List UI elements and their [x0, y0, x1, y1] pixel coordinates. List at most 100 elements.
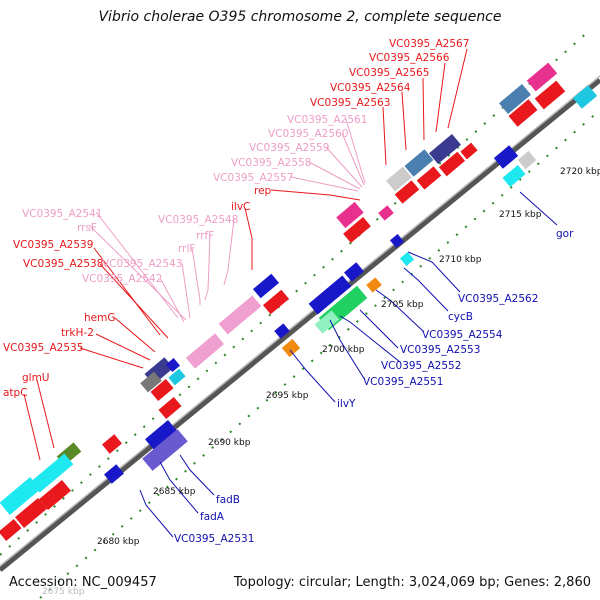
tick-label: 2700 kbp	[322, 345, 365, 355]
gene-label: VC0395_A2557	[213, 172, 293, 184]
gene-label: VC0395_A2542	[82, 273, 162, 285]
gene-block	[517, 150, 537, 170]
tick-label: 2685 kbp	[153, 487, 196, 497]
gene-block	[150, 378, 174, 402]
leader-lines-blue	[139, 191, 558, 538]
gene-block	[399, 251, 415, 267]
gene-block	[0, 477, 41, 515]
tick-label: 2720 kbp	[560, 167, 600, 177]
tick-label: 2675 kbp	[42, 587, 85, 597]
gene-label: fadA	[200, 511, 225, 523]
genes-reverse	[102, 145, 537, 484]
gene-block	[394, 180, 420, 204]
gene-block	[416, 166, 442, 190]
gene-block	[165, 357, 181, 373]
gene-label: VC0395_A2551	[363, 376, 443, 388]
gene-block	[39, 479, 71, 511]
gene-label: VC0395_A2543	[102, 258, 182, 270]
gene-block	[389, 233, 405, 249]
gene-block	[344, 262, 364, 282]
genes-forward	[0, 62, 598, 542]
gene-label: glmU	[22, 372, 50, 384]
gene-block	[508, 99, 538, 127]
gene-block	[15, 497, 47, 529]
gene-block	[102, 434, 122, 454]
gene-block	[104, 464, 124, 484]
gene-block	[572, 85, 598, 109]
gene-label: VC0395_A2566	[369, 52, 450, 64]
gene-block	[526, 62, 558, 92]
gene-label: hemG	[84, 312, 115, 324]
gene-block	[218, 295, 262, 335]
gene-label: VC0395_A2559	[249, 142, 329, 154]
gene-block	[404, 149, 434, 177]
gene-block	[336, 201, 364, 229]
gene-block	[0, 518, 22, 542]
gene-label: atpC	[3, 387, 28, 399]
gene-label: ilvC	[231, 201, 250, 213]
tick-label: 2715 kbp	[499, 210, 542, 220]
gene-label: rrlF	[178, 243, 195, 255]
gene-block	[378, 205, 394, 221]
gene-block	[158, 396, 182, 420]
gene-block	[499, 83, 531, 115]
tick-label: 2690 kbp	[208, 438, 251, 448]
gene-label: VC0395_A2554	[422, 329, 503, 341]
gene-block	[502, 164, 526, 188]
gene-block	[30, 453, 74, 493]
gene-label: ilvY	[337, 398, 356, 410]
map-title: Vibrio cholerae O395 chromosome 2, compl…	[98, 9, 502, 25]
gene-label: rrsF	[77, 222, 97, 234]
tick-label: 2705 kbp	[381, 300, 424, 310]
gene-block	[168, 368, 186, 386]
gene-block	[145, 419, 177, 451]
gene-label: VC0395_A2563	[310, 97, 390, 109]
gene-block	[185, 333, 225, 369]
gene-block	[281, 338, 301, 358]
gene-label: VC0395_A2562	[458, 293, 538, 305]
gene-block	[460, 142, 478, 160]
tick-label: 2680 kbp	[97, 537, 140, 547]
gene-block	[366, 277, 382, 293]
gene-block	[274, 323, 290, 339]
gene-block	[534, 80, 566, 110]
gene-label: VC0395_A2541	[22, 208, 102, 220]
gene-label: VC0395_A2538	[23, 258, 103, 270]
gene-label: trkH-2	[61, 327, 94, 339]
gene-block	[140, 371, 162, 393]
gene-label: gor	[556, 228, 574, 240]
gene-label: VC0395_A2561	[287, 114, 367, 126]
gene-label: VC0395_A2552	[381, 360, 461, 372]
gene-label: VC0395_A2535	[3, 342, 83, 354]
gene-label: VC0395_A2548	[158, 214, 238, 226]
gene-label: rrfF	[196, 230, 214, 242]
gene-label: VC0395_A2539	[13, 239, 93, 251]
leader-lines-red	[23, 48, 468, 461]
gene-label: VC0395_A2565	[349, 67, 429, 79]
gene-block	[343, 217, 371, 243]
tick-label: 2710 kbp	[439, 255, 482, 265]
gene-block	[386, 166, 412, 192]
gene-label: VC0395_A2531	[174, 533, 254, 545]
tick-label: 2695 kbp	[266, 391, 309, 401]
gene-label: VC0395_A2560	[268, 128, 348, 140]
leader-lines-pink	[89, 118, 366, 323]
accession-text: Accession: NC_009457	[9, 575, 157, 590]
gene-label: VC0395_A2553	[400, 344, 480, 356]
gene-block	[438, 151, 466, 177]
topology-summary: Topology: circular; Length: 3,024,069 bp…	[233, 575, 591, 590]
gene-label: rep	[254, 185, 272, 197]
gene-block	[493, 145, 519, 169]
gene-block	[314, 310, 340, 334]
gene-label: VC0395_A2567	[389, 38, 469, 50]
gene-label: VC0395_A2564	[330, 82, 411, 94]
gene-label: fadB	[216, 494, 240, 506]
gene-label: VC0395_A2558	[231, 157, 311, 169]
gene-block	[262, 289, 290, 315]
gene-block	[429, 133, 461, 165]
gene-label: cycB	[448, 311, 473, 323]
gene-block	[308, 275, 352, 315]
gene-block	[252, 273, 280, 299]
gene-block	[142, 429, 188, 471]
